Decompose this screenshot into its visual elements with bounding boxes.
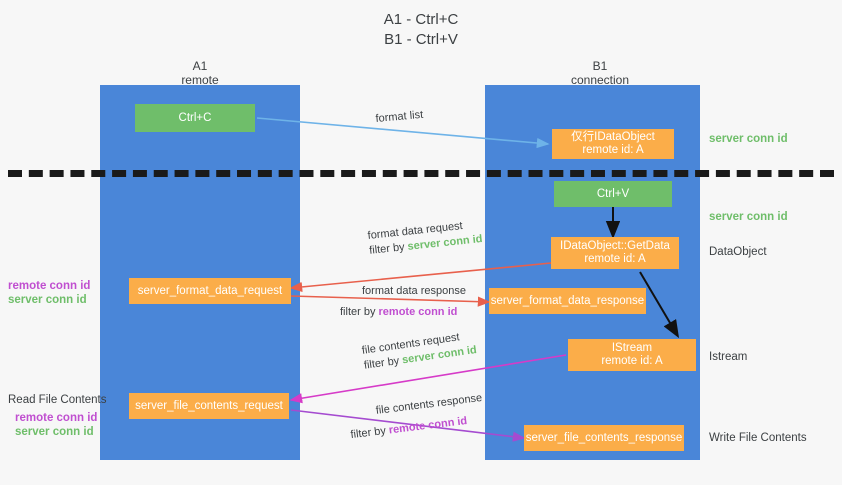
left-label-server-conn-id-2: server conn id	[15, 426, 94, 438]
box-server-format-data-response[interactable]: server_format_data_response	[489, 288, 646, 314]
box-server-format-data-request-label: server_format_data_request	[137, 284, 283, 297]
box-server-file-contents-request[interactable]: server_file_contents_request	[129, 393, 289, 419]
column-header-b1: B1 connection	[520, 59, 680, 87]
arrow-label-format-data-request: format data request filter by server con…	[367, 217, 483, 259]
title-line-2: B1 - Ctrl+V	[384, 31, 458, 48]
filter-prefix: filter by	[340, 306, 379, 318]
box-server-format-data-response-label: server_format_data_response	[490, 294, 645, 307]
title-line-1: A1 - Ctrl+C	[383, 11, 459, 28]
right-label-istream: Istream	[709, 351, 748, 363]
left-label-remote-conn-id-1: remote conn id	[8, 280, 91, 292]
arrow-label-format-data-response-line2: filter by remote conn id	[340, 305, 466, 320]
filter-value-remote-conn-id: remote conn id	[388, 414, 468, 437]
box-server-file-contents-response[interactable]: server_file_contents_response	[524, 425, 684, 451]
arrow-label-format-data-response-line1: format data response	[362, 285, 466, 297]
box-ctrl-c[interactable]: Ctrl+C	[135, 104, 255, 132]
diagram-title: A1 - Ctrl+C B1 - Ctrl+V	[0, 10, 842, 50]
arrow-label-file-contents-response: file contents response filter by remote …	[350, 391, 486, 441]
right-label-server-conn-id-2: server conn id	[709, 211, 788, 223]
box-server-format-data-request[interactable]: server_format_data_request	[129, 278, 291, 304]
box-ctrl-v-label: Ctrl+V	[596, 187, 630, 200]
column-header-a1-sub: remote	[181, 73, 219, 87]
dashed-divider	[8, 170, 834, 177]
filter-prefix: filter by	[363, 354, 404, 372]
left-label-read-file-contents: Read File Contents	[8, 394, 107, 406]
right-label-dataobject: DataObject	[709, 246, 767, 258]
box-istream[interactable]: IStream remote id: A	[568, 339, 696, 371]
arrow-label-format-data-response: format data response filter by remote co…	[340, 284, 466, 320]
box-getdata-line1: IDataObject::GetData	[560, 240, 670, 252]
arrow-label-file-contents-request: file contents request filter by server c…	[361, 328, 478, 374]
box-idataobject-line1: 仅行IDataObject	[571, 131, 655, 143]
column-header-a1-name: A1	[192, 59, 208, 73]
arrow-label-format-list: format list	[375, 108, 424, 125]
box-server-file-contents-response-label: server_file_contents_response	[525, 431, 683, 444]
box-idataobject[interactable]: 仅行IDataObject remote id: A	[552, 129, 674, 159]
box-ctrl-v[interactable]: Ctrl+V	[554, 181, 672, 207]
right-label-server-conn-id-1: server conn id	[709, 133, 788, 145]
filter-prefix: filter by	[349, 424, 390, 442]
right-label-write-file-contents: Write File Contents	[709, 432, 807, 444]
box-server-file-contents-request-label: server_file_contents_request	[135, 399, 283, 412]
box-ctrl-c-label: Ctrl+C	[178, 111, 212, 124]
box-getdata-line2: remote id: A	[584, 253, 646, 265]
column-header-b1-sub: connection	[570, 73, 630, 87]
box-istream-line2: remote id: A	[601, 355, 663, 367]
column-header-b1-name: B1	[592, 59, 608, 73]
filter-prefix: filter by	[368, 240, 409, 257]
left-label-server-conn-id-1: server conn id	[8, 294, 87, 306]
left-label-remote-conn-id-2: remote conn id	[15, 412, 98, 424]
filter-value-remote-conn-id: remote conn id	[378, 306, 458, 318]
column-header-a1: A1 remote	[120, 59, 280, 87]
arrow-label-file-contents-response-line2: filter by remote conn id	[350, 412, 486, 443]
box-istream-line1: IStream	[611, 342, 653, 354]
box-idataobject-line2: remote id: A	[582, 144, 644, 156]
box-idataobject-getdata[interactable]: IDataObject::GetData remote id: A	[551, 237, 679, 269]
